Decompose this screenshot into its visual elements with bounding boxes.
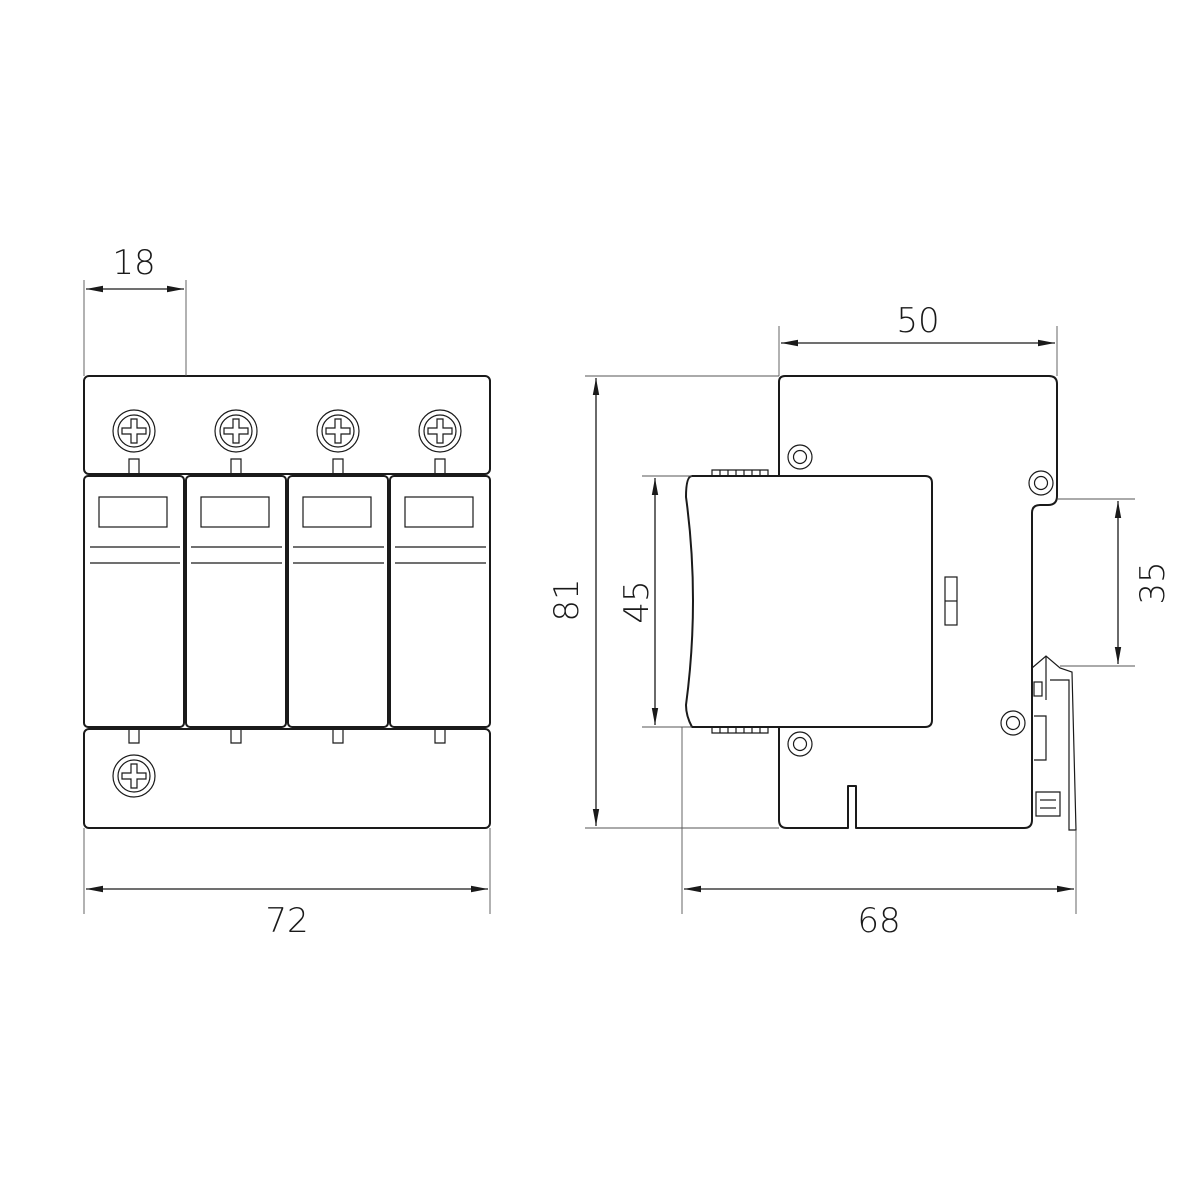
side-dimension-68: 68 xyxy=(681,727,1077,941)
screw-head-icon xyxy=(316,409,360,453)
dimension-label-72: 72 xyxy=(265,901,308,941)
status-window xyxy=(200,496,270,528)
front-bottom-terminal-band xyxy=(83,728,491,829)
side-view xyxy=(685,375,1077,831)
front-module-3 xyxy=(287,475,389,728)
side-dimension-81: 81 xyxy=(547,375,779,829)
rivet-icon xyxy=(787,731,813,757)
status-window xyxy=(302,496,372,528)
screw-head-icon xyxy=(214,409,258,453)
grip-ribs-top xyxy=(711,469,769,476)
dimension-label-45: 45 xyxy=(617,580,657,623)
front-dimension-72: 72 xyxy=(83,828,491,941)
rivet-icon xyxy=(787,444,813,470)
front-view xyxy=(83,375,491,829)
screw-head-icon xyxy=(112,409,156,453)
grip-ribs-bottom xyxy=(711,727,769,734)
screw-head-icon xyxy=(418,409,462,453)
front-module-1 xyxy=(83,475,185,728)
dimension-label-35: 35 xyxy=(1133,561,1173,604)
side-dimension-50: 50 xyxy=(778,301,1058,376)
front-top-tabs xyxy=(128,458,446,474)
front-module-2 xyxy=(185,475,287,728)
side-dimension-45: 45 xyxy=(617,475,692,728)
front-module-4 xyxy=(389,475,491,728)
rivet-icon xyxy=(1028,470,1054,496)
dimension-label-18: 18 xyxy=(112,243,155,283)
dimension-label-50: 50 xyxy=(896,301,939,341)
dimension-label-81: 81 xyxy=(547,578,587,621)
rivet-icon xyxy=(1000,710,1026,736)
status-window xyxy=(98,496,168,528)
front-top-terminal-band xyxy=(83,375,491,475)
front-bottom-tabs xyxy=(128,729,446,744)
status-window xyxy=(404,496,474,528)
side-plug-in-module xyxy=(685,475,933,728)
dimension-label-68: 68 xyxy=(857,901,900,941)
side-dimension-35: 35 xyxy=(1057,498,1173,667)
screw-head-icon xyxy=(112,754,156,798)
front-dimension-18: 18 xyxy=(83,243,187,376)
din-rail-clip xyxy=(1031,655,1077,831)
